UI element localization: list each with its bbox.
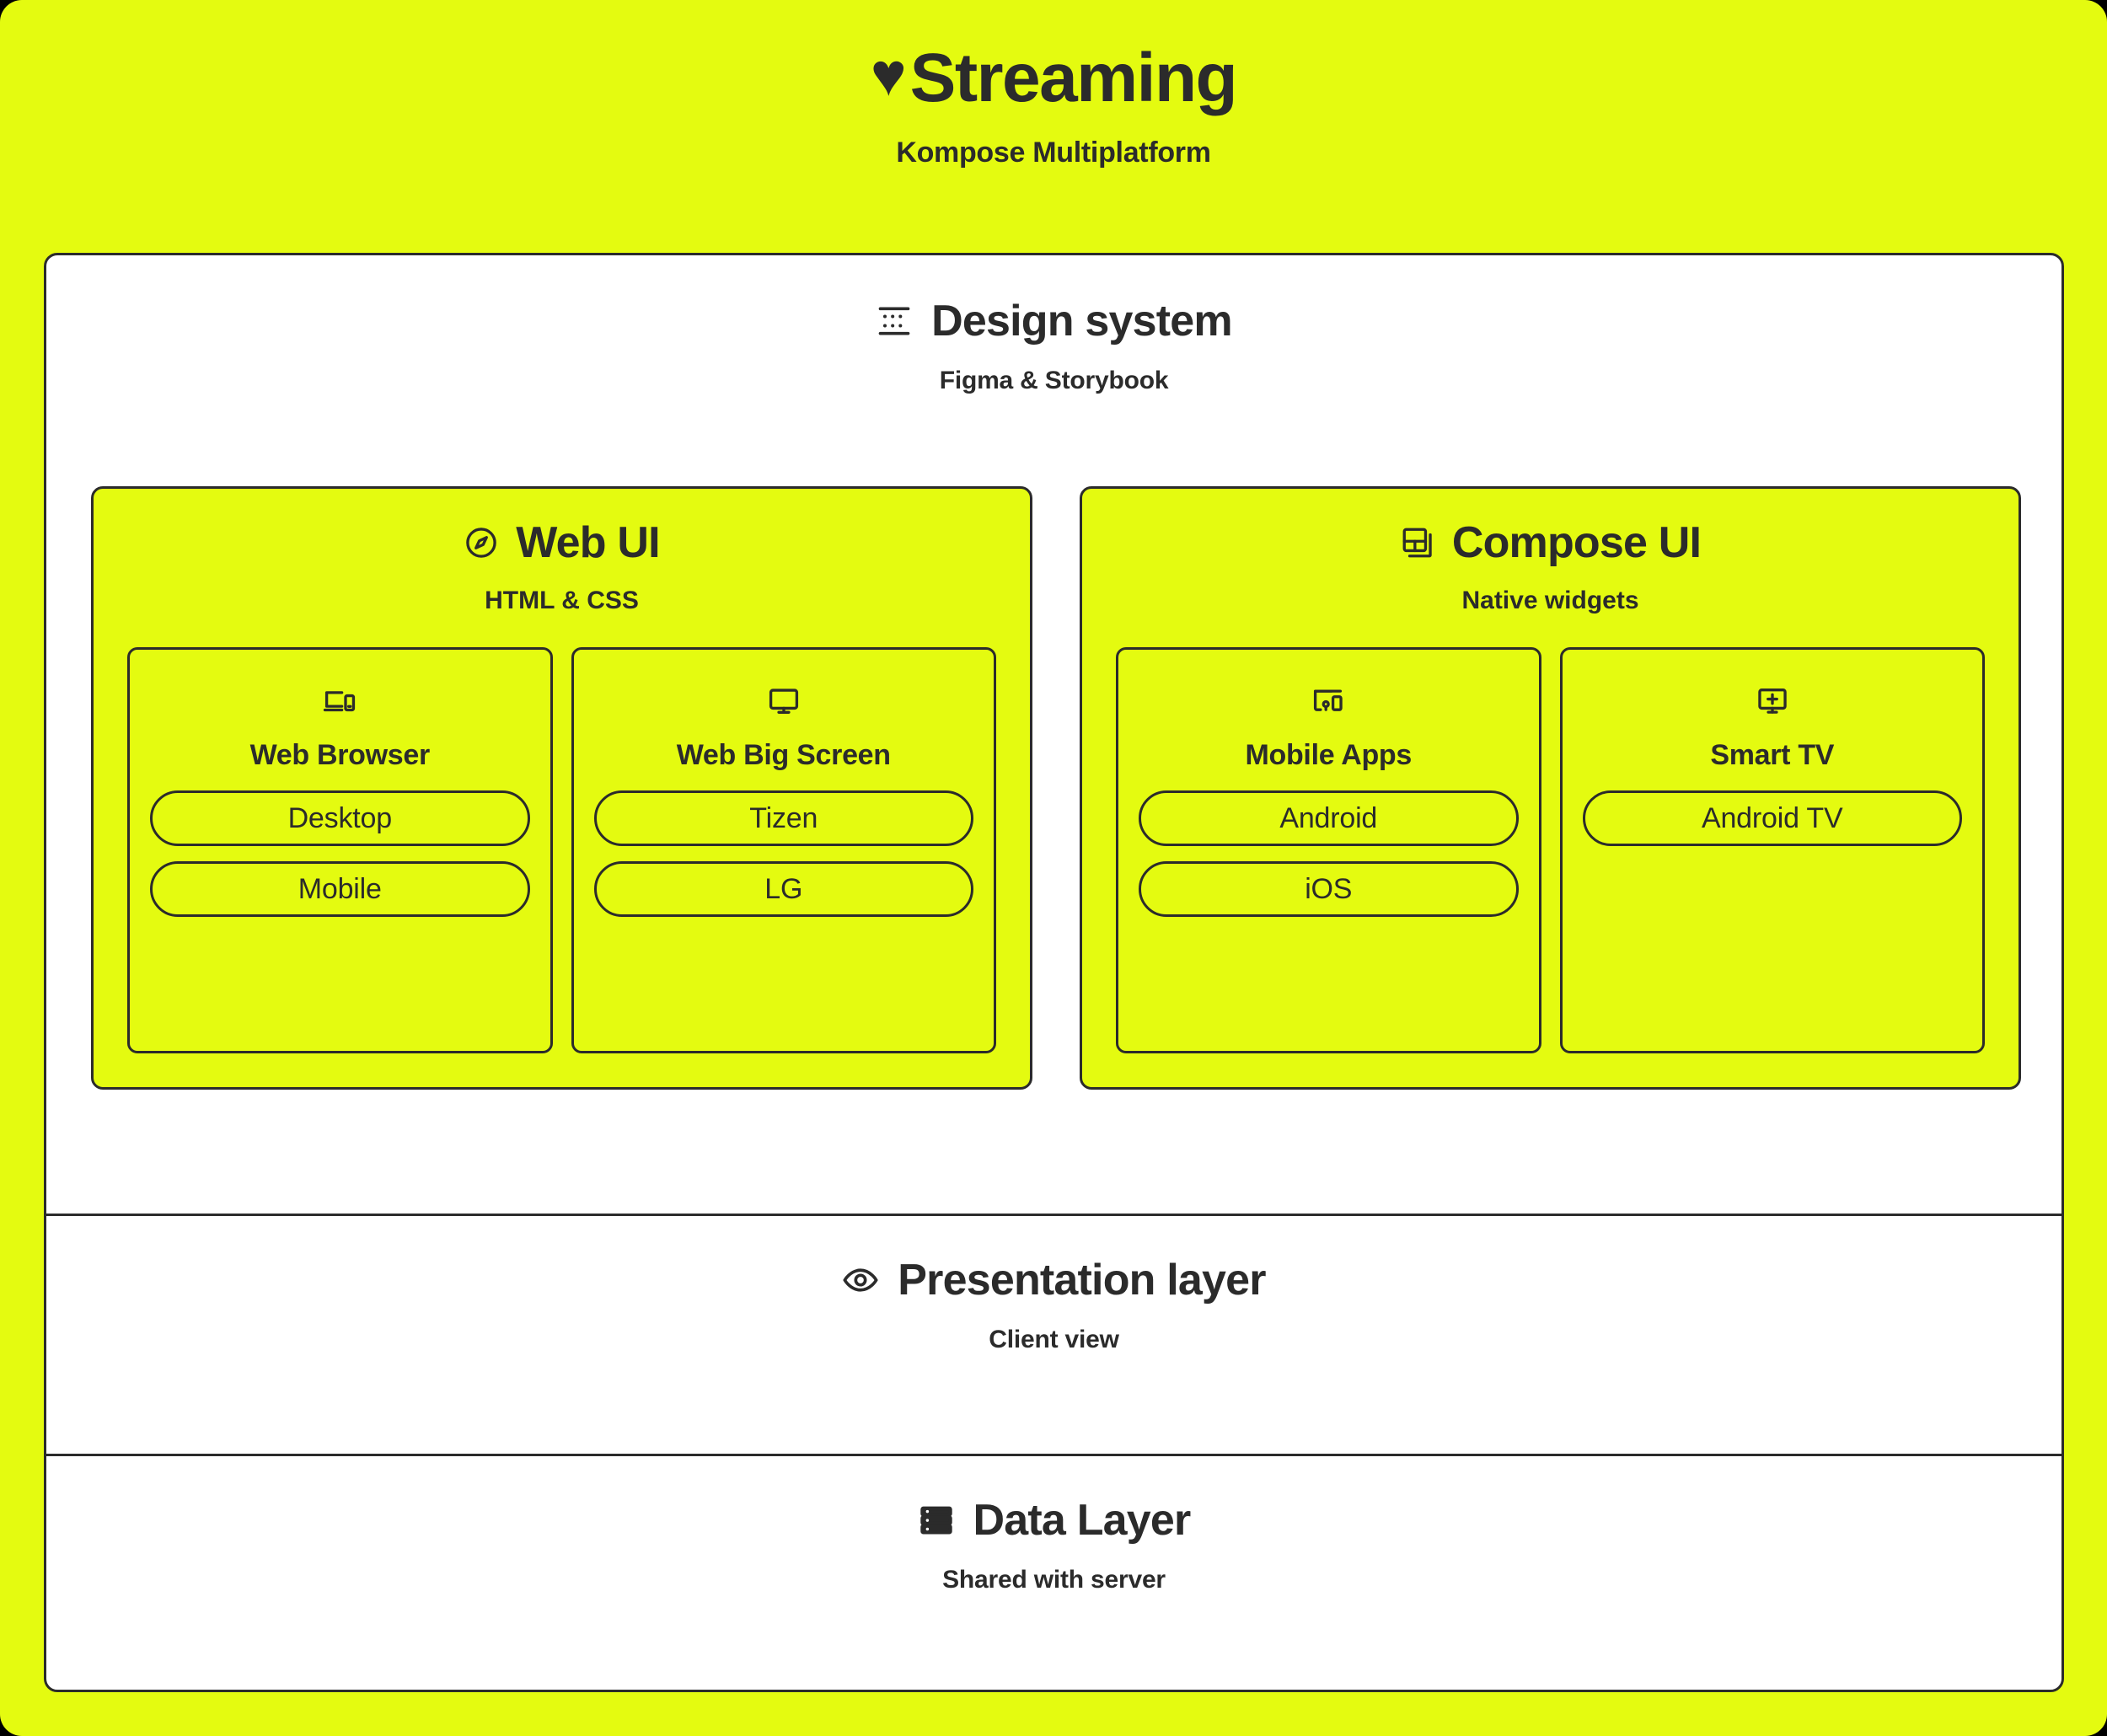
brand: ♥ Streaming: [870, 40, 1238, 116]
web-browser-title: Web Browser: [249, 739, 431, 771]
grid-dots-icon: [876, 303, 913, 340]
design-system-title: Design system: [931, 297, 1232, 346]
section-presentation-layer: Presentation layer Client view: [46, 1214, 2061, 1454]
page-subtitle: Kompose Multiplatform: [896, 137, 1211, 169]
architecture-panel: Design system Figma & Storybook Web: [44, 253, 2064, 1692]
pill-desktop[interactable]: Desktop: [150, 790, 530, 846]
compose-ui-cards: Mobile Apps Android iOS: [1116, 647, 1985, 1053]
compose-ui-title-row: Compose UI: [1400, 518, 1702, 567]
devices-icon: [1311, 682, 1346, 721]
pill-tizen[interactable]: Tizen: [593, 790, 973, 846]
presentation-layer-header: Presentation layer Client view: [46, 1258, 2061, 1354]
web-ui-cards: Web Browser Desktop Mobile: [127, 647, 996, 1053]
design-system-title-row: Design system: [876, 297, 1233, 346]
card-mobile-apps[interactable]: Mobile Apps Android iOS: [1116, 647, 1541, 1053]
data-layer-header: Data Layer Shared with server: [46, 1498, 2061, 1594]
compose-ui-title: Compose UI: [1451, 518, 1702, 567]
tv-plus-icon: [1755, 682, 1790, 721]
section-data-layer: Data Layer Shared with server: [46, 1454, 2061, 1690]
web-ui-subtitle: HTML & CSS: [485, 587, 639, 614]
data-layer-title-row: Data Layer: [918, 1498, 1191, 1542]
pill-ios[interactable]: iOS: [1139, 861, 1519, 917]
card-web-browser[interactable]: Web Browser Desktop Mobile: [127, 647, 553, 1053]
smart-tv-pills: Android TV: [1582, 790, 1962, 846]
eye-icon: [842, 1262, 879, 1299]
data-layer-title: Data Layer: [973, 1496, 1192, 1545]
card-smart-tv[interactable]: Smart TV Android TV: [1559, 647, 1985, 1053]
pill-android[interactable]: Android: [1139, 790, 1519, 846]
group-web-ui: Web UI HTML & CSS: [91, 486, 1032, 1090]
web-ui-title-row: Web UI: [464, 518, 661, 567]
monitor-icon: [766, 682, 802, 721]
card-web-big-screen[interactable]: Web Big Screen Tizen LG: [571, 647, 996, 1053]
section-design-system: Design system Figma & Storybook Web: [46, 255, 2061, 1214]
presentation-layer-subtitle: Client view: [989, 1326, 1119, 1353]
web-ui-title: Web UI: [516, 518, 660, 567]
layout-dashboard-icon: [1400, 525, 1435, 560]
design-system-subtitle: Figma & Storybook: [939, 367, 1169, 394]
server-icon: [918, 1502, 955, 1539]
compose-ui-subtitle: Native widgets: [1461, 587, 1639, 614]
web-browser-pills: Desktop Mobile: [150, 790, 530, 917]
mobile-apps-title: Mobile Apps: [1245, 739, 1413, 771]
pill-android-tv[interactable]: Android TV: [1582, 790, 1962, 846]
design-system-header: Design system Figma & Storybook: [46, 299, 2061, 395]
web-big-screen-title: Web Big Screen: [676, 739, 891, 771]
heart-icon: ♥: [870, 41, 907, 109]
ui-groups: Web UI HTML & CSS: [91, 486, 2021, 1090]
pill-lg[interactable]: LG: [593, 861, 973, 917]
laptop-phone-icon: [322, 682, 357, 721]
presentation-layer-title-row: Presentation layer: [842, 1256, 1267, 1305]
app-header: ♥ Streaming Kompose Multiplatform: [0, 0, 2107, 253]
web-big-screen-pills: Tizen LG: [593, 790, 973, 917]
data-layer-subtitle: Shared with server: [942, 1566, 1166, 1594]
group-compose-ui: Compose UI Native widgets: [1080, 486, 2021, 1090]
smart-tv-title: Smart TV: [1710, 739, 1835, 771]
mobile-apps-pills: Android iOS: [1139, 790, 1519, 917]
presentation-layer-title: Presentation layer: [898, 1256, 1266, 1305]
pill-mobile[interactable]: Mobile: [150, 861, 530, 917]
page-title: Streaming: [909, 40, 1238, 116]
compass-icon: [464, 525, 499, 560]
